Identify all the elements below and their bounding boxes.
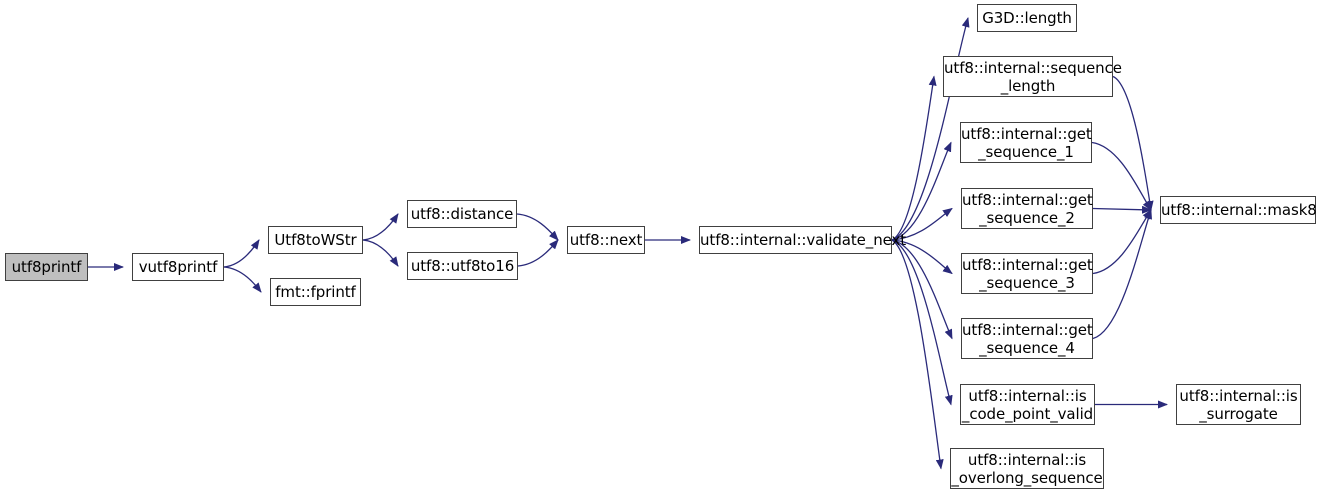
graph-node-is_code_point_valid[interactable]: utf8::internal::is _code_point_valid [960, 384, 1095, 425]
graph-edge-validate_next-to-get_sequence_4 [891, 239, 953, 340]
graph-edge-get_sequence_3-to-mask8 [1092, 209, 1152, 275]
graph-edge-get_sequence_1-to-mask8 [1091, 141, 1152, 211]
graph-node-validate_next[interactable]: utf8::internal::validate_next [699, 226, 907, 254]
graph-node-sequence_length[interactable]: utf8::internal::sequence _length [943, 56, 1122, 97]
graph-node-utf8_utf8to16[interactable]: utf8::utf8to16 [407, 252, 518, 280]
graph-node-label: vutf8printf [138, 258, 218, 276]
graph-node-get_sequence_1[interactable]: utf8::internal::get _sequence_1 [960, 122, 1092, 163]
graph-node-label: utf8::internal::is _surrogate [1179, 386, 1298, 423]
graph-node-Utf8toWStr[interactable]: Utf8toWStr [268, 226, 363, 254]
graph-node-utf8printf[interactable]: utf8printf [5, 253, 88, 281]
graph-node-get_sequence_2[interactable]: utf8::internal::get _sequence_2 [961, 188, 1093, 229]
graph-node-label: utf8::internal::get _sequence_4 [962, 320, 1093, 357]
graph-node-label: utf8::internal::get _sequence_2 [962, 190, 1093, 227]
graph-node-utf8_distance[interactable]: utf8::distance [407, 200, 517, 228]
graph-node-get_sequence_4[interactable]: utf8::internal::get _sequence_4 [961, 318, 1093, 359]
graph-edge-validate_next-to-is_code_point_valid [891, 239, 953, 406]
graph-node-label: utf8::internal::validate_next [700, 231, 907, 249]
graph-node-g3d_length[interactable]: G3D::length [977, 4, 1077, 32]
graph-node-label: utf8::internal::sequence _length [944, 58, 1122, 95]
graph-node-label: utf8::internal::is _overlong_sequence [951, 450, 1103, 487]
graph-node-label: Utf8toWStr [274, 231, 357, 249]
graph-edge-vutf8printf-to-Utf8toWStr [223, 239, 260, 268]
graph-edge-validate_next-to-get_sequence_1 [891, 141, 952, 241]
graph-node-label: utf8::distance [410, 205, 514, 223]
graph-edge-get_sequence_2-to-mask8 [1092, 205, 1152, 214]
graph-node-label: G3D::length [982, 9, 1072, 27]
graph-edge-vutf8printf-to-fmt_fprintf [223, 266, 262, 293]
graph-node-label: utf8::next [569, 231, 643, 249]
graph-node-label: utf8::internal::is _code_point_valid [961, 386, 1094, 423]
graph-node-get_sequence_3[interactable]: utf8::internal::get _sequence_3 [961, 253, 1093, 294]
graph-node-vutf8printf[interactable]: vutf8printf [132, 253, 224, 281]
graph-node-label: utf8::internal::get _sequence_1 [961, 124, 1092, 161]
graph-node-mask8[interactable]: utf8::internal::mask8 [1160, 196, 1317, 224]
graph-edge-validate_next-to-sequence_length [891, 75, 937, 241]
graph-edge-utf8_utf8to16-to-utf8_next [517, 239, 559, 267]
graph-node-is_overlong_sequence[interactable]: utf8::internal::is _overlong_sequence [950, 448, 1104, 489]
graph-edge-validate_next-to-g3d_length [891, 17, 970, 241]
graph-node-fmt_fprintf[interactable]: fmt::fprintf [270, 278, 361, 306]
graph-node-label: utf8printf [11, 258, 82, 276]
graph-edge-validate_next-to-is_overlong_sequence [891, 239, 944, 470]
graph-edge-Utf8toWStr-to-utf8_utf8to16 [362, 239, 399, 267]
graph-node-label: fmt::fprintf [275, 283, 356, 301]
graph-node-label: utf8::utf8to16 [410, 257, 515, 275]
graph-edge-utf8_distance-to-utf8_next [516, 213, 559, 241]
graph-node-is_surrogate[interactable]: utf8::internal::is _surrogate [1176, 384, 1301, 425]
graph-node-utf8_next[interactable]: utf8::next [567, 226, 645, 254]
graph-node-label: utf8::internal::mask8 [1161, 201, 1317, 219]
graph-node-label: utf8::internal::get _sequence_3 [962, 255, 1093, 292]
graph-edge-get_sequence_4-to-mask8 [1092, 209, 1152, 340]
graph-edge-Utf8toWStr-to-utf8_distance [362, 213, 399, 241]
graph-edge-sequence_length-to-mask8 [1112, 75, 1154, 211]
